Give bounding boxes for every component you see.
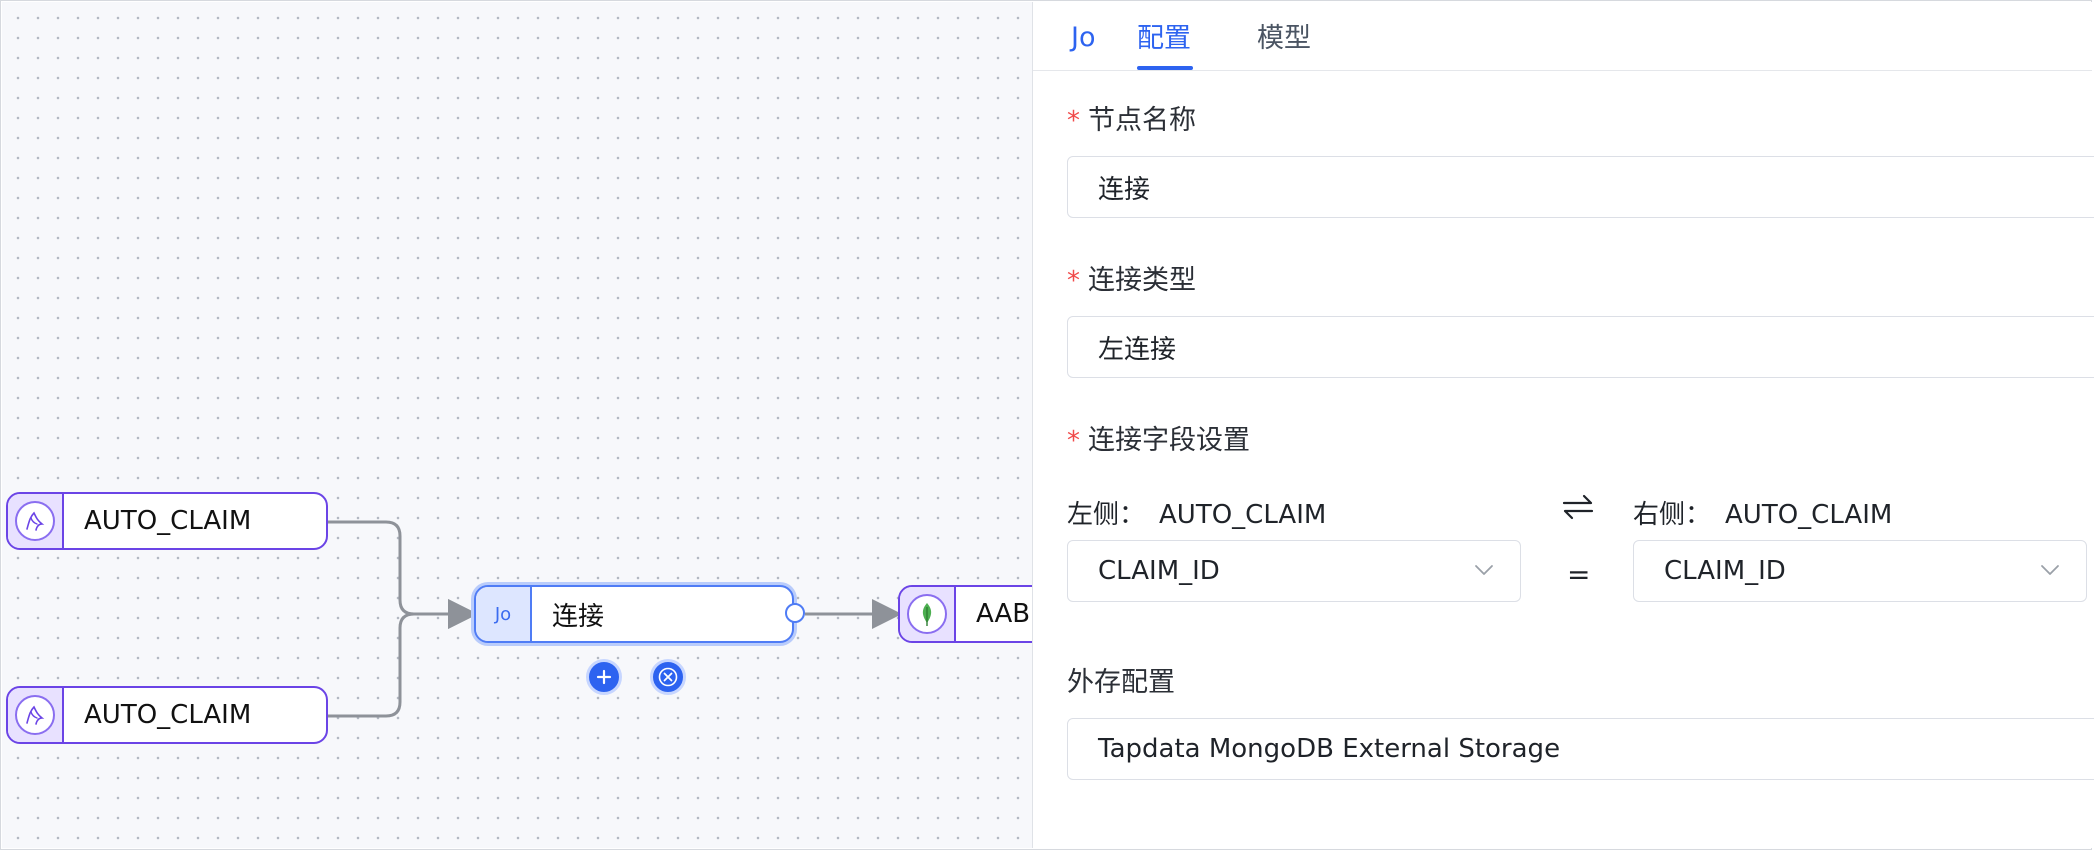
chevron-down-icon (1475, 565, 1493, 575)
join-fields-label: *连接字段设置 (1067, 425, 1250, 456)
left-table-name: AUTO_CLAIM (1159, 500, 1327, 530)
right-field-value: CLAIM_ID (1664, 556, 1786, 586)
join-node[interactable]: Jo 连接 (474, 585, 805, 643)
tab-model[interactable]: 模型 (1257, 23, 1311, 54)
swap-icon[interactable] (1561, 492, 1595, 526)
edge-src2-join[interactable] (324, 599, 478, 718)
node-label: AUTO_CLAIM (84, 700, 252, 730)
node-icon-wrap (8, 688, 64, 742)
plus-icon (596, 669, 612, 685)
required-mark: * (1067, 426, 1080, 456)
join-type-input[interactable]: 左连接 (1067, 316, 2094, 378)
node-label: AUTO_CLAIM (84, 506, 252, 536)
join-type-label: *连接类型 (1067, 265, 1196, 296)
add-node-button[interactable] (586, 659, 622, 695)
mysql-icon (15, 501, 55, 541)
delete-node-button[interactable] (650, 659, 686, 695)
node-name-input[interactable]: 连接 (1067, 156, 2094, 218)
external-storage-label: 外存配置 (1067, 667, 1175, 698)
right-field-select[interactable]: CLAIM_ID (1633, 540, 2087, 602)
node-label: 连接 (552, 601, 605, 632)
equals-operator: = (1567, 558, 1591, 591)
join-badge: Jo (476, 587, 532, 641)
node-name-value: 连接 (1098, 174, 1151, 205)
node-label: AABI (976, 599, 1032, 629)
external-storage-select[interactable]: Tapdata MongoDB External Storage (1067, 718, 2094, 780)
left-side-label: 左侧：AUTO_CLAIM (1067, 500, 1327, 530)
node-icon-wrap (900, 587, 956, 641)
join-badge-text: Jo (494, 603, 512, 625)
required-mark: * (1067, 266, 1080, 296)
node-icon-wrap (8, 494, 64, 548)
mysql-icon (15, 695, 55, 735)
source-node-2[interactable]: AUTO_CLAIM (6, 686, 328, 744)
node-name-label: *节点名称 (1067, 105, 1196, 136)
required-mark: * (1067, 106, 1080, 136)
mongodb-leaf-icon (907, 594, 947, 634)
right-side-label: 右侧：AUTO_CLAIM (1633, 500, 1893, 530)
tab-config[interactable]: 配置 (1137, 23, 1191, 54)
join-type-value: 左连接 (1098, 334, 1177, 365)
config-panel: Jo 配置 模型 *节点名称 连接 *连接类型 左连接 *连接字段设置 左侧：A… (1032, 2, 2094, 848)
left-field-value: CLAIM_ID (1098, 556, 1220, 586)
source-node-1[interactable]: AUTO_CLAIM (6, 492, 328, 550)
chevron-down-icon (2041, 565, 2059, 575)
panel-tabs: Jo 配置 模型 (1033, 2, 2092, 71)
tab-jo[interactable]: Jo (1071, 22, 1096, 53)
output-port[interactable] (785, 603, 805, 623)
target-node[interactable]: AABI (898, 585, 1032, 643)
external-storage-value: Tapdata MongoDB External Storage (1098, 734, 1561, 764)
left-field-select[interactable]: CLAIM_ID (1067, 540, 1521, 602)
edge-src1-join[interactable] (324, 520, 478, 629)
right-table-name: AUTO_CLAIM (1725, 500, 1893, 530)
close-icon (658, 667, 678, 687)
dag-canvas[interactable]: AUTO_CLAIM AUTO_CLAIM Jo 连接 (2, 2, 1032, 848)
active-tab-indicator (1137, 66, 1193, 70)
